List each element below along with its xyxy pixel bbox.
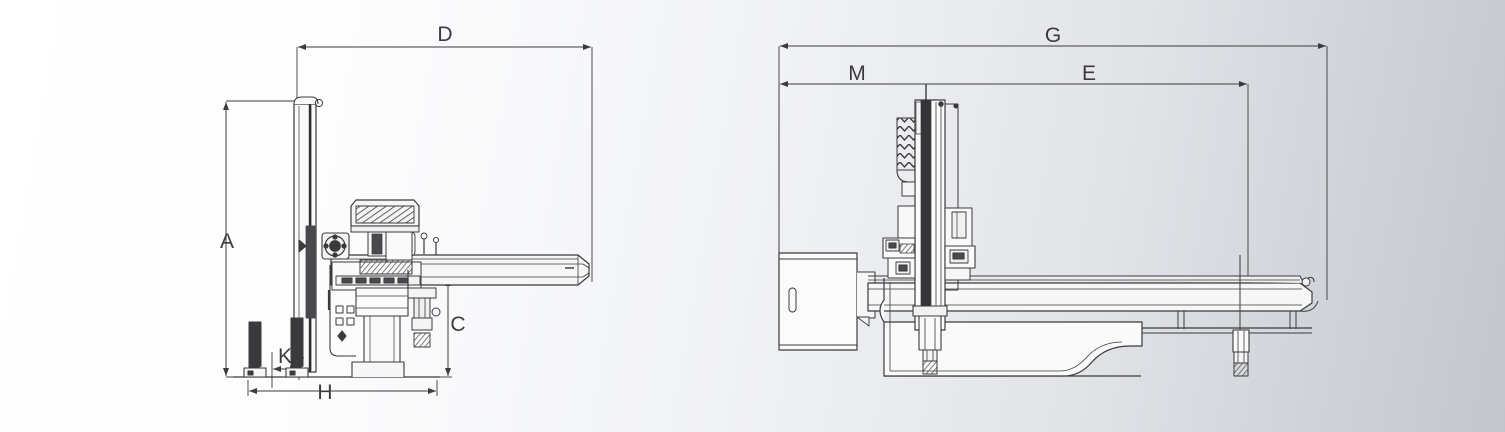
front-view-machine-bed: [879, 278, 1143, 377]
front-view-cable-chain: [896, 117, 916, 197]
side-view-drive-unit: [350, 199, 420, 263]
front-view-mast-gripper: [912, 305, 948, 375]
side-view-column: [293, 96, 324, 373]
front-view-beam: [867, 275, 1319, 312]
side-view-carriage: [331, 259, 422, 363]
front-view-lower-rail: [1117, 311, 1312, 334]
front-view-group: [778, 43, 1328, 377]
front-view-carriage-right: [944, 207, 976, 281]
side-view-group: [223, 44, 593, 396]
side-view-valve-block: [407, 270, 441, 348]
side-view-rotary-joint: [321, 232, 350, 260]
dimension-label-C: C: [450, 313, 465, 336]
dimension-label-D: D: [437, 23, 452, 46]
dimension-label-M: M: [848, 62, 866, 85]
side-view-control-panel: [327, 265, 356, 357]
front-view-gripper-right: [1232, 255, 1250, 377]
dimension-label-A: A: [220, 230, 234, 253]
front-view-carriage-left: [882, 205, 916, 279]
front-view-mast: [914, 84, 959, 331]
dimension-label-K: K: [278, 345, 292, 368]
dimension-H: [247, 380, 438, 396]
front-view-control-cabinet: [778, 252, 876, 351]
dimension-label-E: E: [1082, 62, 1096, 85]
dimension-M-E: [778, 81, 1249, 300]
side-view-feet: [243, 317, 309, 378]
dimension-label-G: G: [1045, 24, 1061, 47]
dimension-label-H: H: [317, 381, 332, 404]
